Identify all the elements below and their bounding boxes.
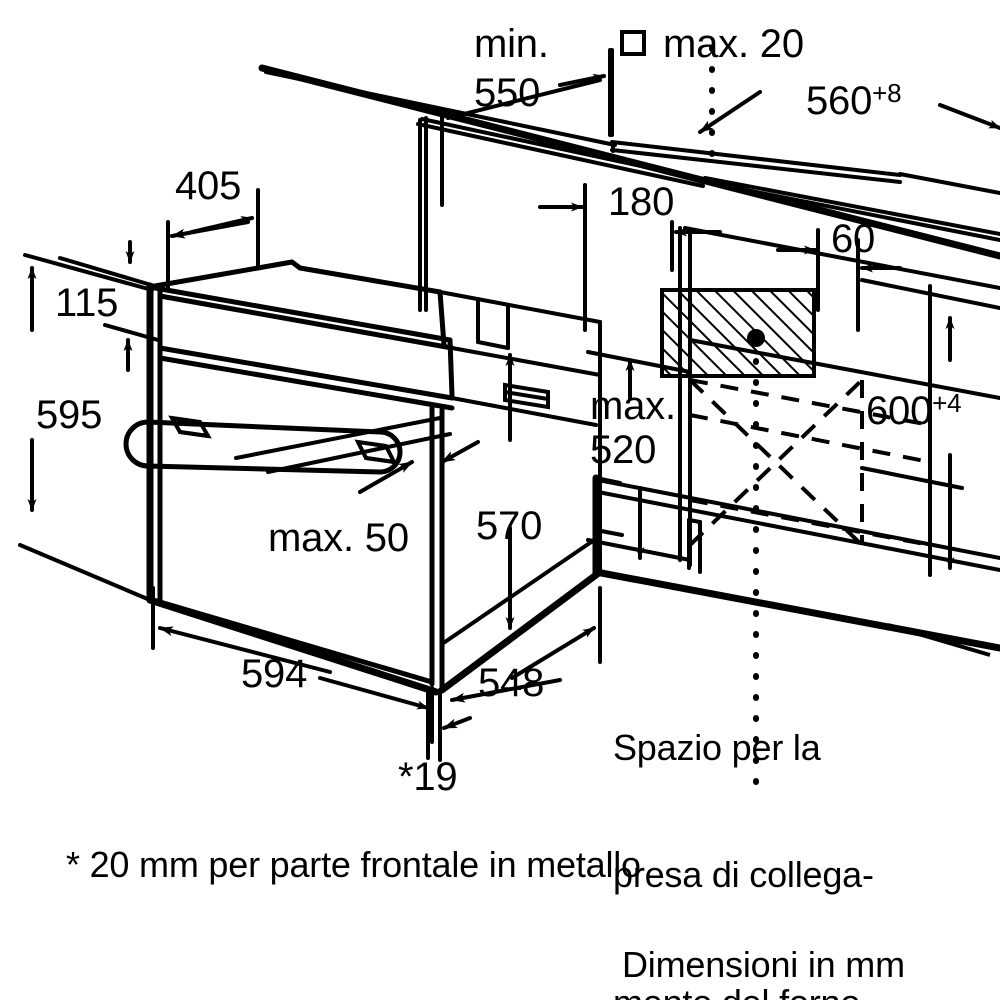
ext-520-bottom xyxy=(586,538,692,562)
label-560-tolerance: +8 xyxy=(872,78,902,108)
cabinet-top-left-edge xyxy=(264,70,617,147)
dimline-19 xyxy=(442,716,472,730)
socket-space-line-2: presa di collega- xyxy=(613,854,874,896)
label-405: 405 xyxy=(175,164,242,208)
hidden-lines-group xyxy=(688,378,931,547)
ext-600-bottom xyxy=(860,466,964,490)
oven-right-panel-top xyxy=(450,346,602,377)
cabinet-top-front-edge xyxy=(420,117,708,182)
cabinet-upper-right-edge xyxy=(898,172,1000,195)
label-600-tolerance: +4 xyxy=(932,388,962,418)
label-548: 548 xyxy=(478,661,545,705)
label-600: 600+4 xyxy=(866,388,962,433)
label-115: 115 xyxy=(55,281,119,325)
dimline-560-right-arrow xyxy=(938,103,1000,130)
oven-fascia-right-side xyxy=(447,337,455,398)
ext-520-top xyxy=(586,350,692,374)
socket-leader xyxy=(887,623,991,657)
label-560-value: 560 xyxy=(806,79,873,123)
socket-area-hatched xyxy=(660,288,816,378)
metal-front-footnote: * 20 mm per parte frontale in metallo xyxy=(66,844,641,885)
oven-top-to-right-panel xyxy=(438,290,602,324)
label-19: *19 xyxy=(398,755,458,799)
label-min: min. xyxy=(474,22,549,66)
oven-side-bottom-inner xyxy=(440,534,602,646)
label-595: 595 xyxy=(36,393,103,437)
oven-top-back-right xyxy=(297,265,443,295)
oven-handle-bracket-left-bot xyxy=(178,430,210,438)
centerline-dotted xyxy=(709,45,759,803)
cabinet-top-notch-b xyxy=(610,148,902,184)
label-180: 180 xyxy=(608,180,675,224)
oven-appliance xyxy=(123,259,604,696)
oven-top-right-side xyxy=(437,289,447,348)
socket-space-annotation: Spazio per la presa di collega- mento de… xyxy=(613,642,874,1000)
ext-max50-a xyxy=(266,432,452,474)
socket-space-line-3: mento del forno xyxy=(613,982,874,1000)
ext-115-bottom xyxy=(103,323,160,342)
units-note: Dimensioni in mm xyxy=(622,944,905,985)
cabinet-top-notch-a xyxy=(610,140,902,177)
oven-fascia-top-front-2 xyxy=(157,293,455,351)
oven-side-bottom-edge xyxy=(438,568,604,694)
oven-fascia-top-front xyxy=(152,285,453,343)
hidden-line-mid1 xyxy=(689,413,931,464)
square-symbol-icon xyxy=(620,30,646,56)
hidden-line-bottom xyxy=(689,498,931,547)
niche-back-top-edge xyxy=(683,226,1000,290)
label-600-value: 600 xyxy=(866,389,933,433)
label-570: 570 xyxy=(476,504,543,548)
cabinet-top-right-edge-2 xyxy=(703,176,1000,236)
label-60: 60 xyxy=(831,217,876,261)
ext-595-bottom xyxy=(18,543,152,602)
dimline-594-right xyxy=(318,676,430,710)
oven-side-vent-slot xyxy=(503,382,550,410)
socket-hatch-box xyxy=(660,288,816,378)
oven-top-notch-bottom xyxy=(476,340,510,350)
ext-595-top xyxy=(23,253,154,292)
cabinet-top-front-edge-2 xyxy=(416,122,705,188)
dimension-lines xyxy=(18,48,1000,762)
label-560: 560+8 xyxy=(806,78,902,123)
dimline-548-left xyxy=(450,678,562,703)
label-max: max. xyxy=(590,384,676,428)
oven-top-back-left xyxy=(152,259,295,289)
cabinet-top-right-edge xyxy=(698,179,1000,242)
dimline-550-left-arrow xyxy=(446,78,602,120)
oven-right-panel-mid xyxy=(450,396,598,427)
oven-handle-bracket-right-bot xyxy=(364,456,396,464)
oven-fascia-bottom-2 xyxy=(157,355,455,411)
oven-fascia-bottom xyxy=(157,345,455,401)
label-594: 594 xyxy=(241,652,308,696)
hidden-line-top xyxy=(689,378,931,427)
dimline-594-left xyxy=(158,626,332,674)
niche-bottom-shelf-front xyxy=(592,568,1000,652)
label-max-20: max. 20 xyxy=(663,22,804,66)
ext-115-top xyxy=(58,256,160,289)
label-550: 550 xyxy=(474,71,541,115)
oven-door-handle xyxy=(123,419,403,475)
label-520: 520 xyxy=(590,428,657,472)
dimline-405-right xyxy=(190,216,254,234)
hidden-diag-2 xyxy=(688,378,864,547)
niche-bottom-shelf-top-2 xyxy=(596,490,1000,572)
socket-leader-line xyxy=(887,623,991,657)
niche-bottom-notch-top xyxy=(687,518,702,524)
socket-space-line-1: Spazio per la xyxy=(613,726,821,768)
dimline-max50-upright xyxy=(358,460,414,494)
ext-600-top xyxy=(860,278,1000,310)
dimline-548-right xyxy=(510,626,596,680)
oven-door-bottom-edge-2 xyxy=(157,599,435,685)
cabinet-outline xyxy=(258,64,1000,652)
ext-max50-b xyxy=(234,416,442,460)
label-max-50: max. 50 xyxy=(268,516,409,560)
dimline-550-right-arrow xyxy=(558,73,606,87)
oven-side-vent-line xyxy=(503,390,550,401)
hidden-diag-1 xyxy=(688,378,864,547)
dimline-560-left-arrow xyxy=(698,90,762,134)
dimline-max50-downleft xyxy=(440,440,480,464)
